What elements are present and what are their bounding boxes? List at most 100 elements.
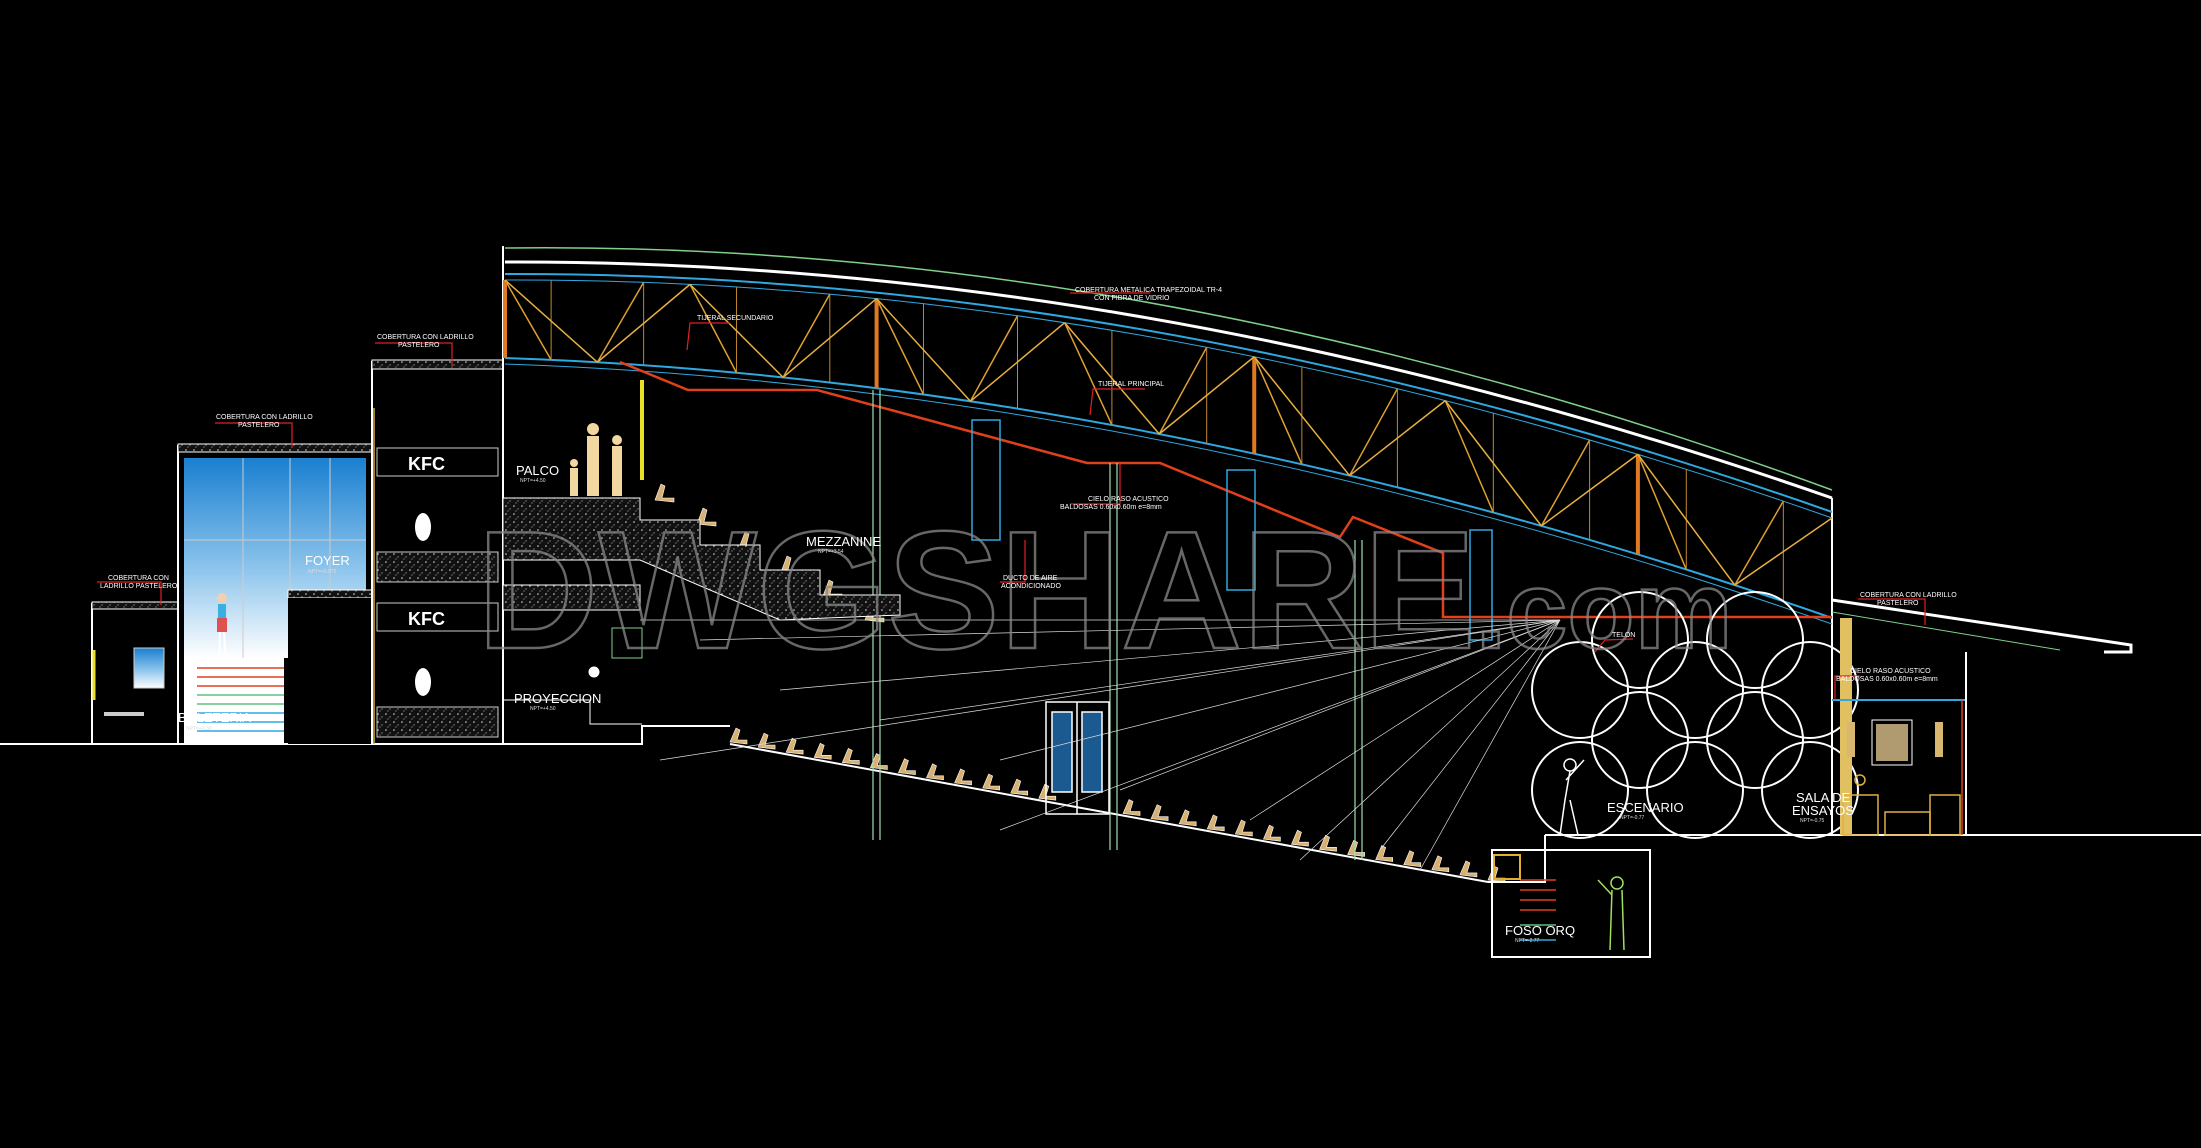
truss-member (689, 284, 738, 374)
truss-member (1444, 400, 1495, 513)
room-proyeccion: PROYECCION (514, 691, 601, 706)
truss-diagonal (1540, 453, 1639, 527)
svg-text:CON FIBRA DE VIDRIO: CON FIBRA DE VIDRIO (1094, 295, 1170, 302)
truss-member (969, 315, 1019, 402)
seat-icon (1459, 860, 1478, 878)
svg-text:NPT=+4.50: NPT=+4.50 (520, 478, 546, 484)
seat-icon (729, 727, 748, 745)
seat-icon (1319, 834, 1337, 852)
truss-diagonal (1158, 356, 1255, 435)
truss-diagonal (1064, 322, 1160, 435)
reflector-circle (1706, 691, 1804, 789)
reflector-circle (1646, 741, 1744, 839)
truss-member (1063, 322, 1113, 426)
seat-icon (813, 742, 832, 760)
reflector-circle (1706, 591, 1804, 689)
projection-booth (503, 627, 643, 725)
orchestra-pit (1491, 849, 1651, 958)
svg-text:NPT=+4.50: NPT=+4.50 (530, 706, 556, 712)
sightline (779, 619, 1561, 691)
trumpet-player-icon (1597, 876, 1625, 951)
truss-diagonal (969, 322, 1066, 402)
acoustic-ceiling (619, 360, 1832, 619)
seat-icon (1403, 850, 1422, 868)
performer-figure-icon (1559, 758, 1585, 836)
svg-text:CIELO RASO ACUSTICO: CIELO RASO ACUSTICO (1088, 496, 1169, 503)
reflector-circle (1591, 691, 1689, 789)
truss-diagonal (1349, 400, 1446, 477)
seat-icon (1010, 778, 1029, 796)
seat-icon (841, 748, 860, 765)
truss-member (1158, 346, 1208, 435)
svg-text:ENSAYOS: ENSAYOS (1792, 803, 1854, 818)
room-mezzanine: MEZZANINE (806, 534, 881, 549)
reflector-circle (1646, 641, 1744, 739)
truss-diagonal (504, 279, 598, 363)
watermark: DWGSHARE.com (477, 496, 1732, 684)
roof-truss (503, 279, 1833, 602)
svg-text:COBERTURA CON LADRILLO: COBERTURA CON LADRILLO (216, 414, 313, 421)
rehearsal-annex (1831, 598, 2133, 836)
sightline (1419, 619, 1561, 871)
truss-member (1540, 439, 1591, 527)
boleteria-block (91, 601, 179, 745)
seat-icon (1150, 804, 1169, 822)
svg-text:TIJERAL SECUNDARIO: TIJERAL SECUNDARIO (697, 315, 774, 322)
door (1045, 701, 1110, 815)
truss-diagonal (876, 298, 971, 402)
truss-diagonal (782, 298, 878, 378)
sightlines (640, 619, 1561, 871)
reflector-circle (1591, 591, 1689, 689)
truss-member (1734, 500, 1784, 586)
room-palco: PALCO (516, 463, 559, 478)
seat-icon (898, 758, 916, 776)
sightline (659, 619, 1561, 761)
room-foyer: FOYER (305, 553, 350, 568)
svg-text:PASTELERO: PASTELERO (238, 422, 280, 429)
room-boleteria: BOLETERIA (178, 710, 251, 725)
seat-icon (785, 737, 804, 755)
svg-text:NPT=+0.30: NPT=+0.30 (186, 726, 212, 732)
reflector-circle (1761, 741, 1859, 839)
seat-icon (954, 768, 972, 786)
svg-text:NPT=+0.075: NPT=+0.075 (308, 569, 337, 575)
family-figures-icon (570, 423, 622, 496)
sightline (999, 619, 1561, 831)
curtain (1840, 618, 1852, 835)
svg-text:COBERTURA CON: COBERTURA CON (108, 575, 169, 582)
truss-member (1253, 356, 1303, 465)
foyer-stairs (197, 667, 284, 732)
truss-diagonal (1253, 356, 1351, 477)
svg-text:PASTELERO: PASTELERO (1877, 600, 1919, 607)
seat-icon (654, 483, 675, 503)
reflector-circle (1531, 641, 1629, 739)
sightline (879, 619, 1561, 721)
truss-member (875, 298, 925, 395)
seat-icon (1178, 809, 1197, 827)
reflector-circle (1761, 641, 1859, 739)
person-figure-icon (217, 593, 227, 667)
truss-diagonal (1734, 517, 1833, 586)
seat-icon (869, 753, 888, 770)
svg-text:DUCTO DE AIRE: DUCTO DE AIRE (1003, 575, 1058, 582)
seat-icon (1262, 824, 1281, 842)
seat-icon (1431, 855, 1450, 873)
annotation-leaders (97, 292, 1926, 700)
truss-diagonal (689, 283, 784, 378)
kfc-tower (371, 359, 504, 745)
svg-text:COBERTURA CON LADRILLO: COBERTURA CON LADRILLO (1860, 592, 1957, 599)
svg-text:CIELO RASO ACUSTICO: CIELO RASO ACUSTICO (1850, 668, 1931, 675)
svg-text:LADRILLO PASTELERO: LADRILLO PASTELERO (100, 583, 178, 590)
svg-text:BALDOSAS 0.60x0.60m e=8mm: BALDOSAS 0.60x0.60m e=8mm (1060, 504, 1162, 511)
svg-text:NPT=+3.54: NPT=+3.54 (818, 549, 844, 555)
room-foso: FOSO ORQ (1505, 923, 1575, 938)
truss-diagonal (1444, 400, 1543, 527)
seat-icon (926, 763, 944, 781)
svg-text:NPT=-0.75: NPT=-0.75 (1800, 818, 1825, 824)
sightline (999, 619, 1561, 761)
sightline (1249, 619, 1561, 821)
room-labels: BOLETERIA NPT=+0.30 FOYER NPT=+0.075 PAL… (178, 463, 1854, 944)
svg-text:COBERTURA METALICA TRAPEZOIDAL: COBERTURA METALICA TRAPEZOIDAL TR-4 (1075, 287, 1222, 294)
acoustic-reflector-pattern (1531, 591, 1859, 839)
